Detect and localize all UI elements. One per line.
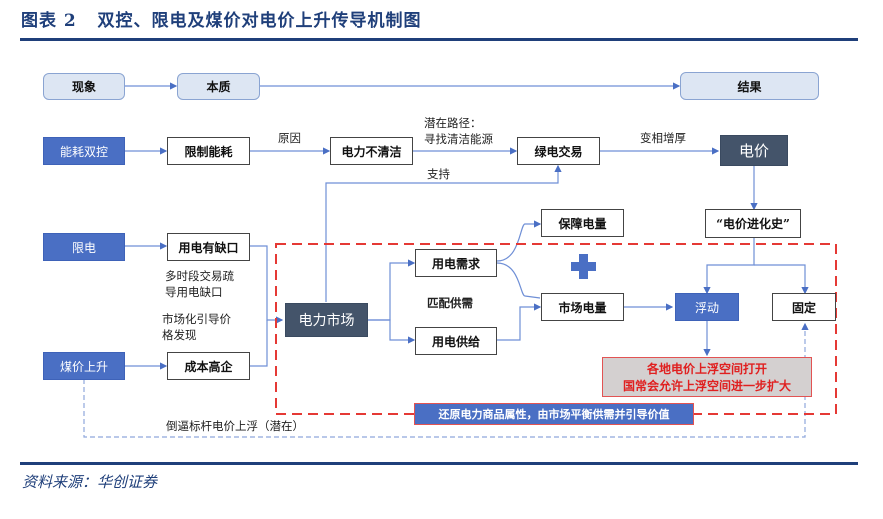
node-floating: 浮动 (675, 293, 739, 321)
node-label: 用电供给 (431, 334, 480, 349)
line-shortage-market (250, 245, 284, 324)
node-power-supply: 用电供给 (415, 327, 497, 355)
node-label: 固定 (791, 300, 816, 315)
node-fixed: 固定 (772, 293, 836, 321)
node-label: 用电需求 (431, 256, 480, 271)
node-market-power: 市场电量 (541, 293, 624, 321)
node-label: 用电有缺口 (178, 240, 239, 255)
edge-label-potential-path-2: 寻找清洁能源 (424, 132, 493, 146)
node-label: 市场电量 (558, 300, 607, 315)
node-label: 电力市场 (298, 313, 355, 329)
node-label: 能耗双控 (59, 144, 108, 159)
node-label: 保障电量 (558, 216, 607, 231)
column-header-essence: 本质 (177, 73, 260, 100)
edge-label-benchmark: 倒逼标杆电价上浮（潜在） (166, 419, 304, 433)
node-power-demand: 用电需求 (415, 249, 497, 277)
node-power-not-clean: 电力不清洁 (330, 137, 413, 165)
column-header-result: 结果 (680, 72, 819, 100)
callout-line-2: 国常会允许上浮空间进一步扩大 (622, 379, 791, 393)
banner-label: 还原电力商品属性，由市场平衡供需并引导价值 (438, 408, 670, 421)
banner-restore-attribute: 还原电力商品属性，由市场平衡供需并引导价值 (414, 403, 694, 425)
node-power-market: 电力市场 (285, 303, 368, 337)
source-note: 资料来源：华创证券 (22, 473, 158, 491)
node-electricity-price: 电价 (720, 135, 788, 166)
node-limit-energy: 限制能耗 (167, 137, 250, 165)
node-label: 煤价上升 (59, 359, 108, 374)
arrow-history-fixed (754, 264, 809, 295)
node-label: 浮动 (694, 300, 719, 315)
title-divider (20, 38, 858, 41)
arrow-demand-marketpower (496, 262, 541, 299)
node-price-history: “电价进化史” (705, 209, 801, 238)
node-energy-dual-control: 能耗双控 (43, 137, 125, 165)
node-label: 绿电交易 (534, 144, 583, 159)
node-label: 电价 (738, 142, 769, 160)
footer-divider (20, 462, 858, 465)
figure-title: 图表 2 双控、限电及煤价对电价上升传导机制图 (21, 6, 422, 31)
arrow-demand-guaranteed (496, 220, 542, 262)
edge-label-potential-path-1: 潜在路径： (424, 116, 482, 130)
node-label: 成本高企 (184, 359, 233, 374)
edge-label-match: 匹配供需 (427, 296, 473, 310)
column-header-result-label: 结果 (737, 79, 762, 94)
plus-icon-vertical (579, 254, 588, 279)
arrow-market-supply (368, 319, 416, 344)
edge-label-marketization-1: 市场化引导价 (162, 312, 231, 326)
callout-line-1: 各地电价上浮空间打开 (646, 362, 767, 376)
line-cost-market (250, 320, 268, 367)
arrow-supply-marketpower (497, 303, 542, 341)
callout-float-space: 各地电价上浮空间打开 国常会允许上浮空间进一步扩大 (602, 357, 812, 397)
node-green-power-trade: 绿电交易 (517, 137, 600, 165)
arrow-history-floating (703, 238, 755, 295)
node-high-cost-enterprise: 成本高企 (167, 352, 250, 380)
edge-label-support: 支持 (427, 167, 450, 181)
edge-label-disguised-increase: 变相增厚 (640, 131, 686, 145)
edge-label-multi-period-1: 多时段交易疏 (165, 269, 234, 283)
node-power-shortage: 用电有缺口 (167, 233, 250, 261)
node-coal-price-rise: 煤价上升 (43, 352, 125, 380)
edge-label-cause: 原因 (278, 131, 301, 145)
column-header-phenomenon-label: 现象 (71, 80, 96, 94)
edge-label-multi-period-2: 导用电缺口 (165, 285, 223, 299)
node-guaranteed-power: 保障电量 (541, 209, 624, 237)
node-label: 限电 (71, 240, 96, 255)
node-power-limit: 限电 (43, 233, 125, 261)
figure-title-text: 双控、限电及煤价对电价上升传导机制图 (97, 11, 422, 31)
figure-label: 图表 2 (21, 11, 77, 31)
column-header-phenomenon: 现象 (43, 73, 125, 100)
node-label: 限制能耗 (184, 144, 233, 159)
node-label: “电价进化史” (716, 217, 790, 231)
arrow-market-demand (368, 259, 416, 321)
edge-label-marketization-2: 格发现 (162, 328, 197, 342)
arrow-market-support-green (325, 164, 562, 302)
column-header-essence-label: 本质 (206, 80, 231, 94)
node-label: 电力不清洁 (341, 144, 402, 159)
